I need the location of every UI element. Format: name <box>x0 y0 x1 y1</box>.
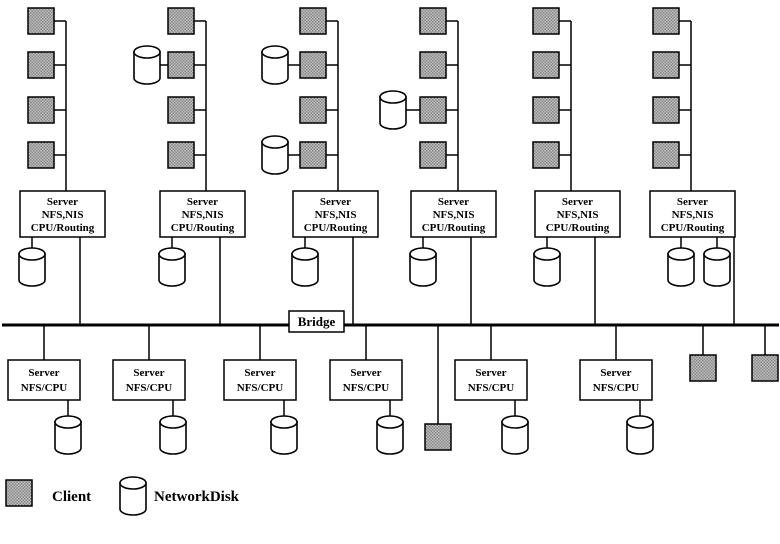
legend-disk-swatch <box>119 476 147 516</box>
bottom-server-box <box>579 359 653 401</box>
server-disk-icon <box>501 415 529 455</box>
bottom-server-box <box>7 359 81 401</box>
client-node <box>532 7 560 35</box>
bottom-server-label: NFS/CPU <box>237 382 284 394</box>
bridge-box <box>288 310 345 333</box>
server-disk-icon <box>270 415 298 455</box>
client-node <box>167 51 195 79</box>
client-node <box>299 141 327 169</box>
top-server-label: CPU/Routing <box>422 222 486 234</box>
client-node <box>652 7 680 35</box>
client-node <box>652 51 680 79</box>
client-node <box>167 7 195 35</box>
top-server-label: NFS,NIS <box>672 209 714 221</box>
server-disk-icon <box>54 415 82 455</box>
top-server-label: NFS,NIS <box>315 209 357 221</box>
bridge-label: Bridge <box>298 314 336 329</box>
network-disk-icon <box>261 45 289 85</box>
bottom-server-box <box>112 359 186 401</box>
legend-disk-label: NetworkDisk <box>154 489 240 505</box>
server-disk-icon <box>18 247 46 287</box>
top-server-label: Server <box>562 196 593 208</box>
top-server-label: CPU/Routing <box>661 222 725 234</box>
top-server-label: Server <box>187 196 218 208</box>
bottom-server-label: NFS/CPU <box>21 382 68 394</box>
server-disk-icon <box>159 415 187 455</box>
top-server-label: NFS,NIS <box>182 209 224 221</box>
client-node <box>424 423 452 451</box>
top-server-box <box>19 190 106 238</box>
client-node <box>532 51 560 79</box>
server-disk-icon <box>667 247 695 287</box>
bottom-server-box <box>329 359 403 401</box>
client-node <box>419 51 447 79</box>
top-server-box <box>410 190 497 238</box>
top-server-label: NFS,NIS <box>42 209 84 221</box>
bottom-server-box <box>454 359 528 401</box>
server-disk-icon <box>626 415 654 455</box>
network-disk-icon <box>133 45 161 85</box>
server-disk-icon <box>533 247 561 287</box>
network-disk-icon <box>261 135 289 175</box>
client-node <box>299 96 327 124</box>
bottom-server-label: Server <box>28 367 59 379</box>
bottom-server-label: Server <box>244 367 275 379</box>
server-disk-icon <box>409 247 437 287</box>
server-disk-icon <box>376 415 404 455</box>
client-node <box>419 7 447 35</box>
bottom-server-label: NFS/CPU <box>126 382 173 394</box>
client-node <box>27 96 55 124</box>
client-node <box>419 141 447 169</box>
client-node <box>27 141 55 169</box>
top-server-label: CPU/Routing <box>171 222 235 234</box>
server-disk-icon <box>291 247 319 287</box>
bottom-server-box <box>223 359 297 401</box>
top-server-label: NFS,NIS <box>557 209 599 221</box>
client-node <box>167 141 195 169</box>
bottom-server-label: Server <box>133 367 164 379</box>
client-node <box>299 7 327 35</box>
bottom-server-label: NFS/CPU <box>593 382 640 394</box>
top-server-label: Server <box>438 196 469 208</box>
client-node <box>689 354 717 382</box>
top-server-label: Server <box>47 196 78 208</box>
top-server-label: NFS,NIS <box>433 209 475 221</box>
top-server-label: Server <box>320 196 351 208</box>
top-server-box <box>649 190 736 238</box>
top-server-label: CPU/Routing <box>546 222 610 234</box>
bottom-server-label: Server <box>475 367 506 379</box>
top-server-box <box>534 190 621 238</box>
client-node <box>167 96 195 124</box>
bottom-server-label: NFS/CPU <box>343 382 390 394</box>
legend-client-label: Client <box>52 489 91 505</box>
bottom-server-label: NFS/CPU <box>468 382 515 394</box>
bottom-server-label: Server <box>600 367 631 379</box>
server-disk-icon <box>158 247 186 287</box>
client-node <box>652 141 680 169</box>
top-server-label: CPU/Routing <box>31 222 95 234</box>
client-node <box>532 141 560 169</box>
client-node <box>751 354 779 382</box>
top-server-label: CPU/Routing <box>304 222 368 234</box>
server-disk-icon <box>703 247 731 287</box>
bottom-server-label: Server <box>350 367 381 379</box>
top-server-box <box>292 190 379 238</box>
client-node <box>652 96 680 124</box>
client-node <box>532 96 560 124</box>
network-disk-icon <box>379 90 407 130</box>
client-node <box>27 7 55 35</box>
client-node <box>419 96 447 124</box>
client-node <box>27 51 55 79</box>
top-server-label: Server <box>677 196 708 208</box>
top-server-box <box>159 190 246 238</box>
legend-client-swatch <box>5 479 33 507</box>
client-node <box>299 51 327 79</box>
